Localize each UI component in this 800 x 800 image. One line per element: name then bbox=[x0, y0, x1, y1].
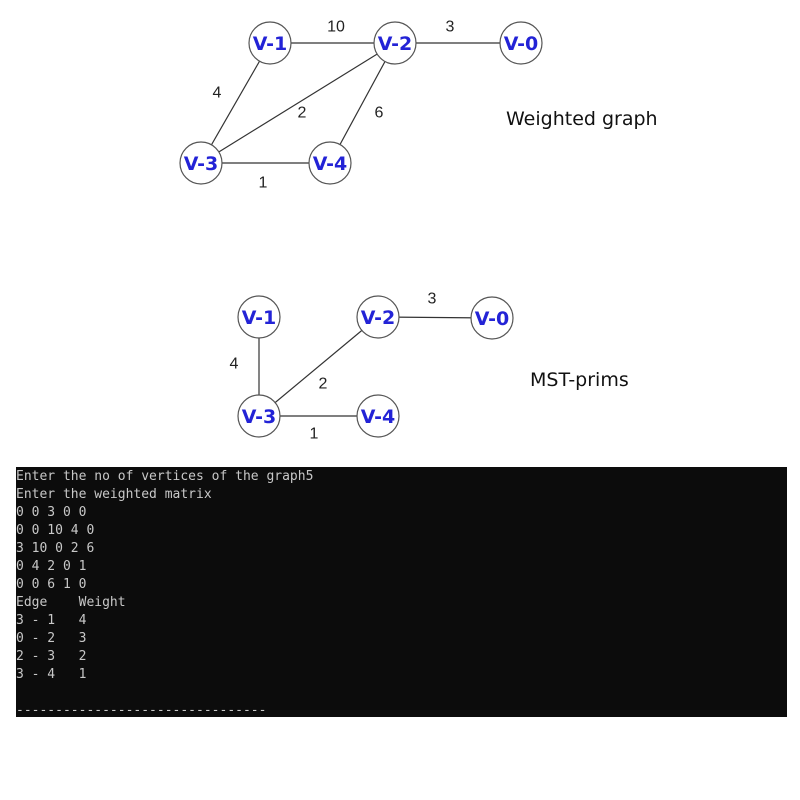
console-line: 0 4 2 0 1 bbox=[16, 559, 87, 574]
node-v0: V-0 bbox=[470, 296, 514, 340]
node-label: V-0 bbox=[475, 308, 509, 330]
node-circle bbox=[470, 296, 514, 340]
node-circle bbox=[373, 21, 417, 65]
node-label: V-4 bbox=[361, 406, 395, 428]
console-line: Enter the no of vertices of the graph5 bbox=[16, 469, 314, 484]
console-line: Edge Weight bbox=[16, 595, 126, 610]
edge-weight-v1-v3: 4 bbox=[213, 85, 222, 102]
console-line: Enter the weighted matrix bbox=[16, 487, 212, 502]
console-line: 0 0 10 4 0 bbox=[16, 523, 95, 538]
node-circle bbox=[179, 141, 223, 185]
node-label: V-1 bbox=[253, 33, 287, 55]
node-label: V-2 bbox=[361, 307, 395, 329]
edge-weight-v2-v0: 3 bbox=[446, 19, 455, 36]
node-circle bbox=[308, 141, 352, 185]
node-circle bbox=[237, 394, 281, 438]
node-v0: V-0 bbox=[499, 21, 543, 65]
console-line: 3 - 4 1 bbox=[16, 667, 87, 682]
node-label: V-3 bbox=[184, 153, 218, 175]
node-v4: V-4 bbox=[308, 141, 352, 185]
node-circle bbox=[248, 21, 292, 65]
node-v2: V-2 bbox=[373, 21, 417, 65]
edge-weight-v2-v4: 6 bbox=[375, 105, 384, 122]
edge-weight-v1-v3: 4 bbox=[230, 356, 239, 373]
node-v4: V-4 bbox=[356, 394, 400, 438]
console-line: 0 - 2 3 bbox=[16, 631, 87, 646]
mst-prims-caption: MST-prims bbox=[530, 369, 629, 391]
edge-weight-v2-v0: 3 bbox=[428, 291, 437, 308]
node-label: V-2 bbox=[378, 33, 412, 55]
weighted-graph-diagram: 10 3 4 2 6 1 V-1 V-2 V-0V-3 V-4 bbox=[179, 19, 543, 192]
node-v2: V-2 bbox=[356, 295, 400, 339]
console-line bbox=[16, 684, 787, 702]
node-circle bbox=[356, 295, 400, 339]
weighted-graph-caption: Weighted graph bbox=[506, 108, 658, 130]
node-label: V-0 bbox=[504, 33, 538, 55]
node-circle bbox=[237, 295, 281, 339]
mst-prims-diagram: 3 4 2 1 V-1 V-2 V-0V-3 V-4 bbox=[230, 291, 514, 443]
node-label: V-3 bbox=[242, 406, 276, 428]
console-line: 3 10 0 2 6 bbox=[16, 541, 95, 556]
node-circle bbox=[499, 21, 543, 65]
edge-weight-v3-v4: 1 bbox=[310, 426, 319, 443]
node-label: V-1 bbox=[242, 307, 276, 329]
edge-v2-v3 bbox=[258, 316, 379, 417]
console-line: 0 0 6 1 0 bbox=[16, 577, 87, 592]
edge-weight-v2-v3: 2 bbox=[298, 105, 307, 122]
edge-v1-v3 bbox=[200, 42, 271, 164]
console-line: 3 - 1 4 bbox=[16, 613, 87, 628]
node-circle bbox=[356, 394, 400, 438]
node-v1: V-1 bbox=[248, 21, 292, 65]
edge-weight-v1-v2: 10 bbox=[327, 19, 345, 36]
node-v3: V-3 bbox=[237, 394, 281, 438]
edge-v2-v4 bbox=[329, 42, 396, 164]
edge-weight-v3-v4: 1 bbox=[259, 175, 268, 192]
edge-weight-v2-v3: 2 bbox=[319, 376, 328, 393]
console-line: 0 0 3 0 0 bbox=[16, 505, 87, 520]
console-line: 2 - 3 2 bbox=[16, 649, 87, 664]
console-line: -------------------------------- bbox=[16, 703, 267, 717]
edge-v2-v3 bbox=[200, 42, 396, 164]
node-label: V-4 bbox=[313, 153, 347, 175]
node-v3: V-3 bbox=[179, 141, 223, 185]
node-v1: V-1 bbox=[237, 295, 281, 339]
